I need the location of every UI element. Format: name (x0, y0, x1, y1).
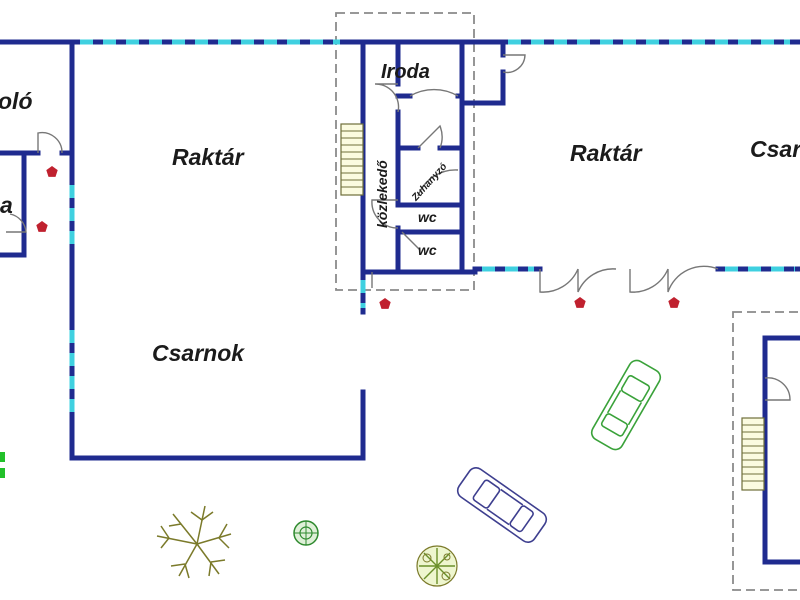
entrance-marker-icon (379, 298, 391, 309)
stair-icon (340, 123, 364, 196)
entrance-marker-icon (36, 221, 48, 232)
room-label-raktar-right: Raktár (570, 140, 642, 166)
entrance-marker-icon (668, 297, 680, 308)
tree-icon (416, 545, 458, 587)
room-label-raktar-left: Raktár (172, 144, 244, 170)
room-label-a: a (0, 192, 13, 218)
entrance-marker-icon (46, 166, 58, 177)
room-label-wc-lower: wc (418, 242, 437, 258)
room-label-olo: oló (0, 88, 33, 114)
room-label-iroda: Iroda (381, 61, 430, 83)
walls (0, 39, 800, 565)
car-icon (456, 467, 548, 543)
windows (69, 39, 795, 420)
shrub-icon (0, 452, 5, 478)
tree-icon (156, 505, 232, 579)
room-label-kozlekedo: közlekedő (374, 160, 390, 228)
stair-icon (741, 417, 765, 491)
room-label-csarnok-left: Csarnok (152, 340, 245, 366)
entrance-marker-icon (574, 297, 586, 308)
car-icon (590, 359, 662, 451)
room-label-wc-upper: wc (418, 209, 437, 225)
shrub-icon (293, 520, 319, 546)
room-label-csarnok-right: Csar (750, 136, 800, 162)
door-swings (6, 54, 791, 401)
dashed-outlines (335, 12, 800, 591)
